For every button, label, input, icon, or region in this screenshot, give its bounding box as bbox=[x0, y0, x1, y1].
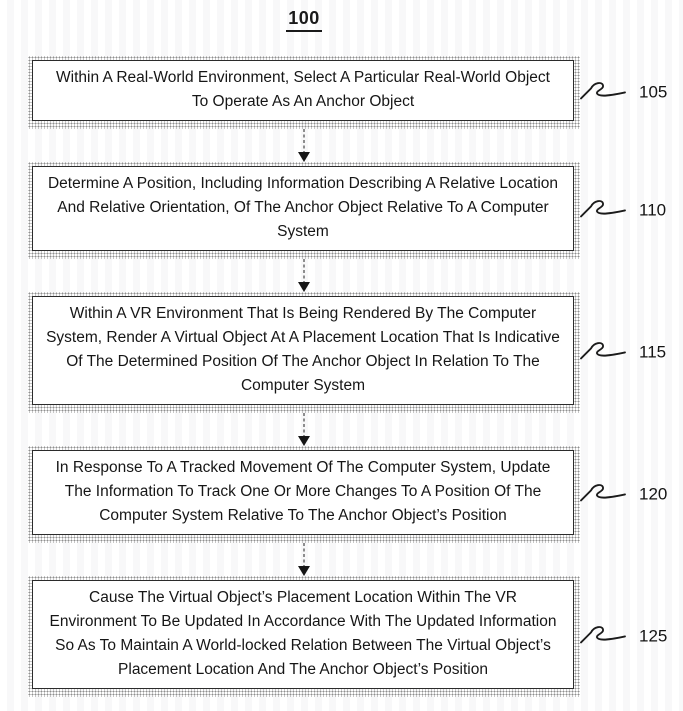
box-shadow-stipple: In Response To A Tracked Movement Of The… bbox=[28, 446, 580, 543]
squiggle-lead-line-icon bbox=[580, 199, 626, 217]
arrow-shaft bbox=[303, 129, 305, 154]
box-shadow-stipple: Cause The Virtual Object’s Placement Loc… bbox=[28, 576, 580, 697]
flow-step-text: Within A Real-World Environment, Select … bbox=[56, 69, 550, 110]
squiggle-lead-line-icon bbox=[580, 625, 626, 643]
arrow-head-icon bbox=[298, 566, 310, 576]
squiggle-lead-line-icon bbox=[580, 483, 626, 501]
flow-step-box: Within A VR Environment That Is Being Re… bbox=[32, 296, 574, 405]
flow-column: 100 Within A Real-World Environment, Sel… bbox=[28, 8, 667, 697]
flow-step-box: In Response To A Tracked Movement Of The… bbox=[32, 450, 574, 535]
lead-line-group: 125 bbox=[580, 622, 667, 650]
squiggle-lead-line-icon bbox=[580, 81, 626, 99]
flow-step-box: Within A Real-World Environment, Select … bbox=[32, 60, 574, 121]
flow-step-110: Determine A Position, Including Informat… bbox=[28, 162, 666, 259]
flow-step-120: In Response To A Tracked Movement Of The… bbox=[28, 446, 667, 543]
flow-step-box: Determine A Position, Including Informat… bbox=[32, 166, 574, 251]
flow-step-105: Within A Real-World Environment, Select … bbox=[28, 56, 667, 129]
step-ref-number: 125 bbox=[639, 625, 668, 645]
figure-number: 100 bbox=[286, 8, 322, 32]
flow-step-text: Within A VR Environment That Is Being Re… bbox=[46, 305, 560, 394]
arrow-shaft bbox=[303, 413, 305, 438]
flow-arrow bbox=[28, 543, 580, 576]
flow-step-125: Cause The Virtual Object’s Placement Loc… bbox=[28, 576, 667, 697]
flow-arrow bbox=[28, 413, 580, 446]
step-ref-number: 110 bbox=[639, 199, 667, 219]
flow-arrow bbox=[28, 259, 580, 292]
box-shadow-stipple: Determine A Position, Including Informat… bbox=[28, 162, 580, 259]
lead-line-group: 105 bbox=[580, 78, 667, 106]
figure-number-label: 100 bbox=[28, 8, 580, 32]
arrow-shaft bbox=[303, 543, 305, 568]
box-shadow-stipple: Within A VR Environment That Is Being Re… bbox=[28, 292, 580, 413]
arrow-head-icon bbox=[298, 436, 310, 446]
arrow-head-icon bbox=[298, 152, 310, 162]
squiggle-lead-line-icon bbox=[580, 341, 626, 359]
lead-line-group: 120 bbox=[580, 480, 667, 508]
box-shadow-stipple: Within A Real-World Environment, Select … bbox=[28, 56, 580, 129]
lead-line-group: 115 bbox=[580, 338, 666, 366]
flow-step-box: Cause The Virtual Object’s Placement Loc… bbox=[32, 580, 574, 689]
flow-step-115: Within A VR Environment That Is Being Re… bbox=[28, 292, 666, 413]
flow-step-text: Cause The Virtual Object’s Placement Loc… bbox=[49, 589, 557, 678]
lead-line-group: 110 bbox=[580, 196, 666, 224]
arrow-shaft bbox=[303, 259, 305, 284]
step-ref-number: 115 bbox=[639, 341, 667, 361]
flow-step-text: Determine A Position, Including Informat… bbox=[47, 175, 559, 240]
flow-arrow bbox=[28, 129, 580, 162]
step-ref-number: 120 bbox=[639, 483, 668, 503]
flow-step-text: In Response To A Tracked Movement Of The… bbox=[55, 459, 551, 524]
step-ref-number: 105 bbox=[639, 81, 668, 101]
arrow-head-icon bbox=[298, 282, 310, 292]
